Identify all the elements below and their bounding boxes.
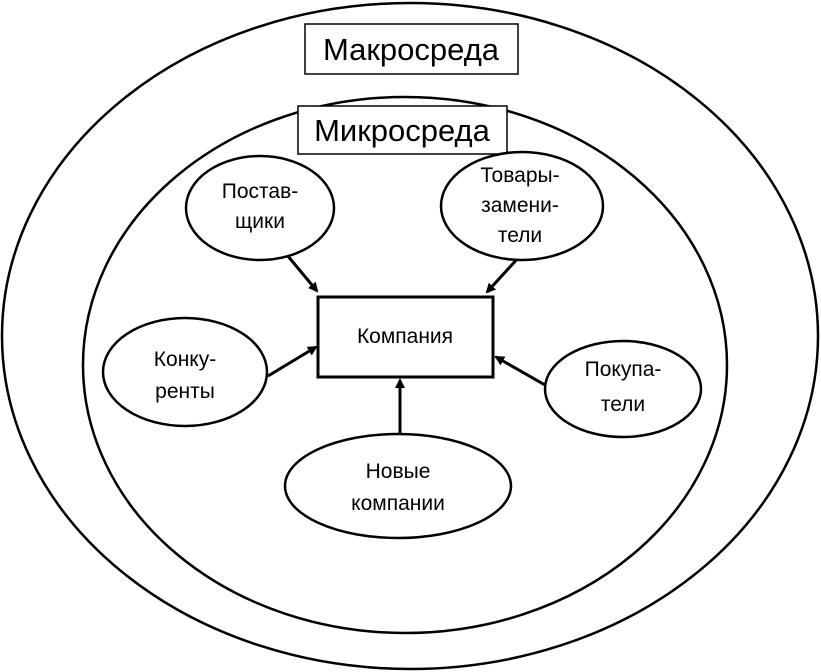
company-label: Компания [357, 325, 453, 348]
buyers-label-line1: Покупа- [585, 358, 662, 381]
macro-title: Макросреда [323, 32, 500, 67]
company-box [316, 295, 495, 379]
new-companies-label-line2: компании [351, 492, 445, 515]
arrow-competitors-to-company [267, 345, 318, 378]
competitors-ellipse [101, 316, 269, 428]
buyers-ellipse [543, 339, 703, 439]
competitors-label-line2: ренты [155, 380, 215, 403]
micro-environment-ellipse [81, 95, 729, 635]
arrow-substitutes-to-company [485, 254, 522, 294]
substitutes-label-line3: тели [498, 224, 542, 247]
substitutes-ellipse [439, 150, 605, 262]
suppliers-ellipse [184, 154, 336, 262]
macro-title-box [304, 23, 519, 75]
arrow-suppliers-to-company [285, 254, 319, 293]
substitutes-label-line1: Товары- [480, 164, 559, 187]
micro-title-box [297, 105, 508, 155]
competitors-label-line1: Конку- [154, 348, 216, 371]
suppliers-label-line2: щики [235, 210, 285, 233]
new-companies-label-line1: Новые [366, 460, 431, 483]
substitutes-label-line2: замени- [481, 194, 559, 217]
buyers-label-line2: тели [601, 393, 645, 416]
micro-title: Микросреда [314, 113, 491, 148]
arrow-buyers-to-company [494, 355, 546, 387]
new-companies-ellipse [283, 432, 513, 540]
suppliers-label-line1: Постав- [222, 180, 298, 203]
